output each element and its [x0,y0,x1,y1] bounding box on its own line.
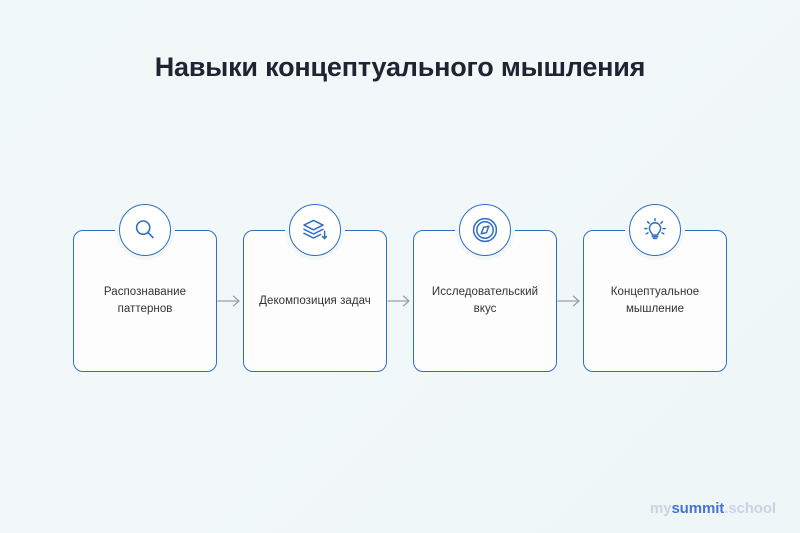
step-label-2: Декомпозиция задач [259,294,371,307]
magnifier-icon [119,204,171,256]
step-card-2[interactable]: Декомпозиция задач [243,204,387,372]
arrow-right-icon-2 [387,230,413,372]
flow-step-1[interactable]: Распознавание паттернов [73,204,217,372]
step-card-4[interactable]: Концептуальное мышление [583,204,727,372]
layers-arrow-icon [289,204,341,256]
arrow-right-icon-1 [217,230,243,372]
logo-prefix: my [649,500,672,517]
step-label-3: Исследовательский вкус [431,286,539,315]
page-title: Навыки концептуального мышления [154,52,646,82]
brand-logo[interactable]: mysummit.school [650,500,776,517]
step-label-1: Распознавание паттернов [103,286,187,315]
arrow-right-icon-3 [557,230,583,372]
logo-suffix: .school [724,500,776,517]
step-card-1[interactable]: Распознавание паттернов [73,204,217,372]
step-card-3[interactable]: Исследовательский вкус [413,204,557,372]
compass-icon [459,204,511,256]
flow-step-4[interactable]: Концептуальное мышление [583,204,727,372]
logo-brand: summit [671,500,725,517]
flow-step-3[interactable]: Исследовательский вкус [413,204,557,372]
lightbulb-icon [629,204,681,256]
flow-step-2[interactable]: Декомпозиция задач [243,204,387,372]
step-label-4: Концептуальное мышление [610,286,700,315]
process-flow: Распознавание паттернов [0,204,800,404]
